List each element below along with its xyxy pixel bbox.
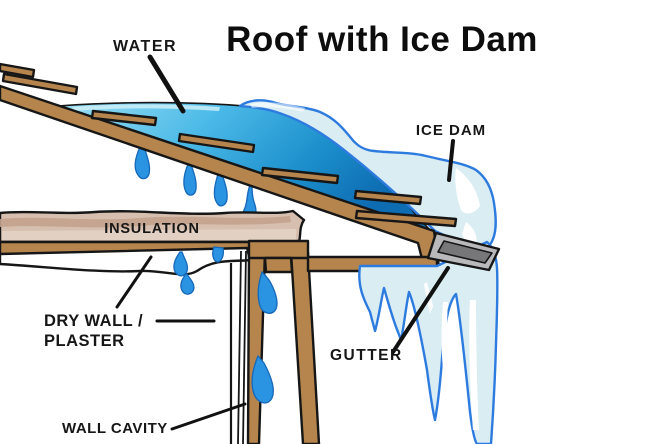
- leader-wall-cavity: [170, 402, 247, 431]
- label-gutter: GUTTER: [330, 347, 403, 364]
- icicle-highlight: [469, 300, 479, 430]
- diagram-title: Roof with Ice Dam: [226, 20, 538, 59]
- leader-drywall-diagonal: [115, 255, 153, 309]
- wall-drywall-line: [242, 250, 247, 444]
- label-wall-cavity: WALL CAVITY: [62, 420, 168, 437]
- water-drop: [134, 146, 151, 180]
- ice-dam-shape: [238, 99, 497, 252]
- label-dry-wall-line2: PLASTER: [44, 332, 125, 350]
- interior-drops: [173, 246, 278, 404]
- shingle-strip: [177, 132, 256, 154]
- insulation-light: [2, 229, 296, 240]
- wall-blocking: [263, 256, 294, 274]
- ice-highlight: [250, 102, 305, 112]
- ice-highlight: [455, 168, 480, 214]
- wall-drywall-lines: [229, 250, 247, 444]
- shingle-strip: [353, 189, 423, 206]
- label-dry-wall-line1: DRY WALL /: [44, 312, 143, 330]
- gutter-trough: [437, 240, 493, 264]
- shingle-strip: [90, 109, 158, 127]
- water-drop: [183, 163, 197, 196]
- water-drop: [213, 173, 228, 207]
- label-ice-dam: ICE DAM: [416, 122, 486, 139]
- water-drop: [257, 270, 278, 314]
- wall-top-plate: [247, 239, 310, 260]
- shingle-strip: [1, 72, 79, 96]
- water-surface-highlight: [72, 104, 220, 111]
- leader-water: [147, 54, 186, 114]
- label-water: WATER: [113, 38, 177, 55]
- insulation-shade: [0, 216, 291, 228]
- shingle-strip: [0, 62, 36, 79]
- shingle-strips: [0, 62, 458, 228]
- water-drop: [173, 251, 189, 277]
- label-insulation: INSULATION: [104, 221, 200, 237]
- ice-highlight: [462, 222, 477, 245]
- water-drop: [212, 246, 224, 263]
- water-drop: [180, 273, 195, 295]
- gutter-shape: [426, 231, 501, 272]
- shingle-strip: [260, 166, 340, 185]
- wall-drywall-line: [237, 250, 242, 444]
- water-drop: [251, 354, 274, 404]
- wall-stud-outer: [289, 250, 321, 444]
- leader-gutter: [391, 266, 450, 354]
- shingle-strip: [354, 209, 458, 228]
- leader-ice-dam: [447, 139, 455, 182]
- icicle-highlight: [441, 302, 448, 368]
